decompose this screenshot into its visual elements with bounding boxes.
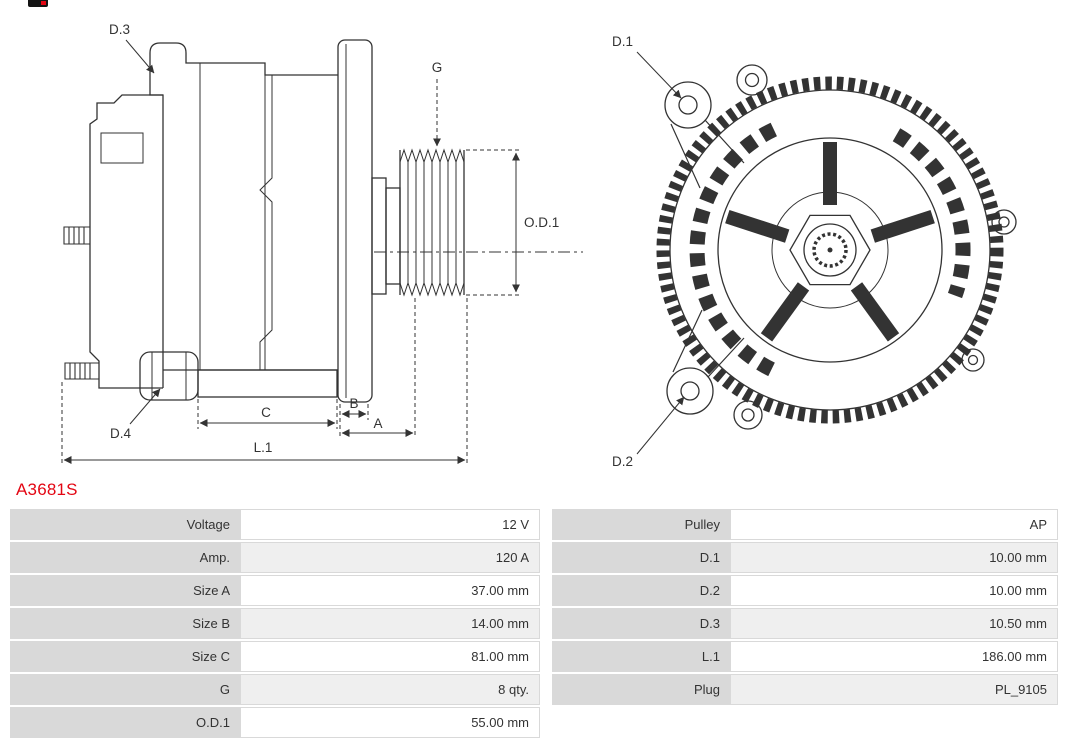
technical-drawing: D.3 D.4 G O.D.1 B A C L.1 [61, 22, 1017, 469]
label-l1: L.1 [254, 440, 273, 455]
shaft-knurl [812, 232, 848, 268]
rear-cover [89, 94, 163, 389]
shaft-spacer-1 [371, 177, 387, 295]
spec-label: O.D.1 [10, 707, 240, 738]
spec-label: Amp. [10, 542, 240, 573]
spec-value: 81.00 mm [240, 641, 540, 672]
spokes [725, 142, 935, 342]
label-od1: O.D.1 [524, 215, 559, 230]
spec-label: Plug [552, 674, 730, 705]
front-bracket [337, 39, 373, 403]
side-ear-right [991, 209, 1017, 235]
alternator-drawing: D.3 D.4 G O.D.1 B A C L.1 [61, 22, 1017, 469]
shaft-circle [803, 223, 857, 277]
spec-value: 10.50 mm [730, 608, 1058, 639]
label-d3: D.3 [109, 22, 130, 37]
terminal-stud-lower [64, 362, 99, 380]
leader-d1 [636, 51, 682, 99]
vent-slots-left [689, 122, 777, 378]
label-c: C [261, 405, 271, 420]
spec-label: Size B [10, 608, 240, 639]
side-view-labels: D.3 D.4 G O.D.1 B A C L.1 [109, 22, 559, 455]
rim-inner-edge [669, 89, 991, 411]
spec-value: 37.00 mm [240, 575, 540, 606]
spec-label: Size A [10, 575, 240, 606]
shaft-center [827, 247, 833, 253]
side-ear-lower-right [961, 348, 985, 372]
vent-slots-right [892, 128, 971, 299]
body-foot [197, 369, 338, 398]
spec-value: AP [730, 509, 1058, 540]
spec-value: 10.00 mm [730, 542, 1058, 573]
front-view-labels: D.1 D.2 [612, 34, 633, 469]
body-outline [149, 42, 338, 388]
shaft-nut [789, 214, 871, 286]
serrated-rim [656, 76, 1004, 424]
spec-label [552, 707, 730, 738]
spec-label: L.1 [552, 641, 730, 672]
spec-label: Pulley [552, 509, 730, 540]
label-d2: D.2 [612, 454, 633, 469]
front-view [656, 64, 1017, 430]
label-b: B [349, 396, 358, 411]
terminal-stud-upper [63, 226, 90, 245]
spec-label: D.2 [552, 575, 730, 606]
spec-value: 12 V [240, 509, 540, 540]
leader-d4 [129, 388, 161, 425]
leader-d3 [125, 39, 155, 74]
spec-value: 8 qty. [240, 674, 540, 705]
front-view-dimensions [636, 51, 685, 455]
label-d4: D.4 [110, 426, 132, 441]
spec-value [730, 707, 1058, 738]
front-face [717, 137, 943, 363]
label-g: G [432, 60, 443, 75]
pulley [399, 148, 465, 297]
mounting-ear-lower [139, 351, 199, 401]
spec-value: 55.00 mm [240, 707, 540, 738]
mounting-hole-top-center [736, 64, 768, 96]
side-view-dimensions [61, 39, 522, 465]
spec-label: Size C [10, 641, 240, 672]
spec-value: 186.00 mm [730, 641, 1058, 672]
leader-d2 [636, 396, 685, 455]
rear-cover-detail [100, 132, 144, 164]
part-number: A3681S [16, 480, 78, 499]
label-a: A [373, 416, 382, 431]
extension-lines [61, 149, 522, 465]
label-d1: D.1 [612, 34, 633, 49]
spec-label: D.1 [552, 542, 730, 573]
spec-label: Voltage [10, 509, 240, 540]
body-internal-lines [199, 63, 273, 370]
mounting-hole-bottom-center [733, 400, 763, 430]
spec-label: D.3 [552, 608, 730, 639]
spec-label: G [10, 674, 240, 705]
as-pl-logo [28, 0, 48, 7]
spec-value: 120 A [240, 542, 540, 573]
mounting-lug-top [664, 81, 745, 189]
mounting-lug-bottom [666, 309, 745, 415]
ear-lower-lines [151, 352, 187, 400]
shaft-spacer-2 [385, 187, 401, 285]
spec-value: PL_9105 [730, 674, 1058, 705]
spec-value: 14.00 mm [240, 608, 540, 639]
side-view [63, 39, 583, 403]
spec-value: 10.00 mm [730, 575, 1058, 606]
